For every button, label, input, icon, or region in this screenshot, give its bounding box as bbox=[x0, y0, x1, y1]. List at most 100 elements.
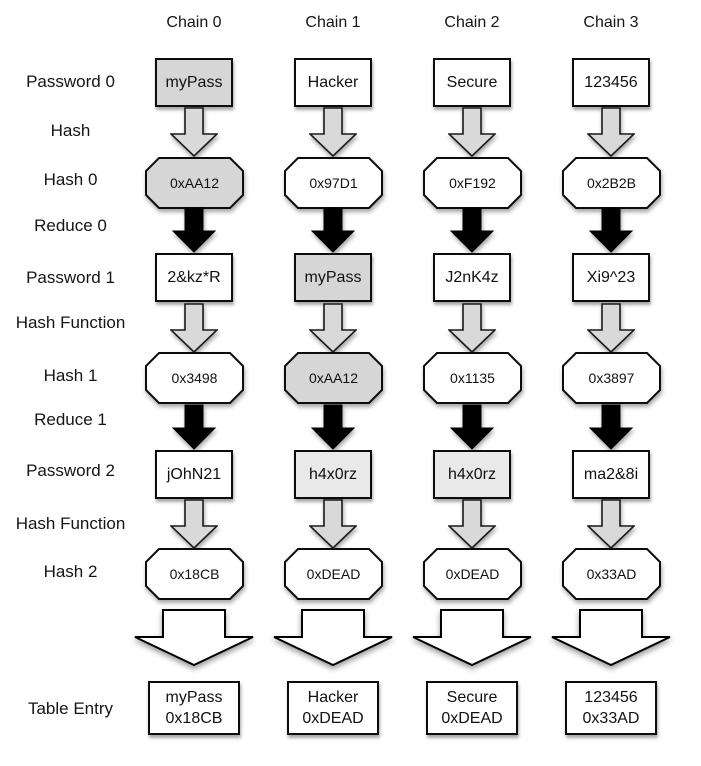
hash-arrow-icon bbox=[448, 107, 496, 157]
table-entry-hash: 0xDEAD bbox=[302, 710, 364, 727]
row-label-password-0: Password 0 bbox=[26, 72, 115, 91]
chain-column-3: Chain 3 123456 0x2B2B Xi9^23 0x3897 ma2&… bbox=[550, 0, 672, 766]
chain-1-password0-text: Hacker bbox=[307, 73, 359, 91]
chain-3-password2-text: ma2&8i bbox=[583, 465, 639, 483]
reduce-arrow-icon bbox=[311, 207, 355, 253]
chain-3-hash1-text: 0x3897 bbox=[588, 370, 635, 386]
chain-3-password2-box: ma2&8i bbox=[572, 450, 650, 499]
chain-1-password0-box: Hacker bbox=[294, 58, 372, 107]
chain-1-password1-box: myPass bbox=[294, 253, 372, 302]
output-arrow-icon bbox=[412, 609, 532, 666]
hash-arrow-icon bbox=[170, 499, 218, 549]
chain-3-header: Chain 3 bbox=[583, 14, 639, 31]
row-label-reduce-1: Reduce 1 bbox=[34, 410, 107, 429]
hash-arrow-icon bbox=[448, 303, 496, 353]
hash-arrow-icon bbox=[309, 499, 357, 549]
hash-arrow-icon bbox=[170, 107, 218, 157]
hash-arrow-icon bbox=[309, 303, 357, 353]
chain-2-password2-box: h4x0rz bbox=[433, 450, 511, 499]
chain-2-hash2-text: 0xDEAD bbox=[445, 566, 500, 582]
reduce-arrow-icon bbox=[172, 404, 216, 450]
chain-0-hash2-text: 0x18CB bbox=[169, 566, 220, 582]
row-label-hash-0: Hash 0 bbox=[43, 170, 98, 189]
chain-2-password0-text: Secure bbox=[446, 73, 498, 91]
chain-1-password1-text: myPass bbox=[304, 268, 362, 286]
chain-0-password2-box: jOhN21 bbox=[155, 450, 233, 499]
chain-column-1: Chain 1 Hacker 0x97D1 myPass 0xAA12 h4x0… bbox=[272, 0, 394, 766]
chain-2-password2-text: h4x0rz bbox=[447, 465, 497, 483]
row-label-hash: Hash bbox=[50, 121, 91, 140]
chain-2-hash2-octagon: 0xDEAD bbox=[423, 548, 522, 600]
table-entry-hash: 0xDEAD bbox=[441, 710, 503, 727]
chain-3-hash0-octagon: 0x2B2B bbox=[562, 157, 661, 209]
chain-0-table-entry-box: myPass 0x18CB bbox=[148, 681, 240, 735]
hash-arrow-icon bbox=[309, 107, 357, 157]
chain-2-hash0-text: 0xF192 bbox=[449, 175, 496, 191]
output-arrow-icon bbox=[551, 609, 671, 666]
chain-3-password0-text: 123456 bbox=[584, 73, 638, 91]
chain-2-hash0-octagon: 0xF192 bbox=[423, 157, 522, 209]
table-entry-password: 123456 bbox=[584, 689, 638, 706]
reduce-arrow-icon bbox=[450, 207, 494, 253]
chain-1-hash2-text: 0xDEAD bbox=[306, 566, 361, 582]
row-label-hash-1: Hash 1 bbox=[43, 366, 98, 385]
hash-arrow-icon bbox=[170, 303, 218, 353]
row-label-hash-function-2: Hash Function bbox=[15, 514, 126, 533]
output-arrow-icon bbox=[273, 609, 393, 666]
row-label-password-1: Password 1 bbox=[26, 268, 115, 287]
chain-column-2: Chain 2 Secure 0xF192 J2nK4z 0x1135 h4x0… bbox=[411, 0, 533, 766]
row-label-hash-function-1: Hash Function bbox=[15, 313, 126, 332]
row-label-password-2: Password 2 bbox=[26, 461, 115, 480]
chain-0-hash1-octagon: 0x3498 bbox=[145, 352, 244, 404]
chain-3-hash1-octagon: 0x3897 bbox=[562, 352, 661, 404]
chain-2-table-entry-box: Secure 0xDEAD bbox=[426, 681, 518, 735]
table-entry-password: Secure bbox=[446, 689, 498, 706]
chain-3-hash2-octagon: 0x33AD bbox=[562, 548, 661, 600]
reduce-arrow-icon bbox=[172, 207, 216, 253]
chain-1-header: Chain 1 bbox=[305, 14, 361, 31]
chain-1-hash1-text: 0xAA12 bbox=[308, 370, 359, 386]
reduce-arrow-icon bbox=[450, 404, 494, 450]
reduce-arrow-icon bbox=[311, 404, 355, 450]
chain-1-hash1-octagon: 0xAA12 bbox=[284, 352, 383, 404]
chain-2-password0-box: Secure bbox=[433, 58, 511, 107]
chain-0-password0-box: myPass bbox=[155, 58, 233, 107]
table-entry-hash: 0x33AD bbox=[582, 710, 640, 727]
reduce-arrow-icon bbox=[589, 207, 633, 253]
chain-0-hash0-octagon: 0xAA12 bbox=[145, 157, 244, 209]
chain-0-password2-text: jOhN21 bbox=[166, 465, 222, 483]
chain-0-hash0-text: 0xAA12 bbox=[169, 175, 220, 191]
chain-1-hash0-octagon: 0x97D1 bbox=[284, 157, 383, 209]
chain-0-hash2-octagon: 0x18CB bbox=[145, 548, 244, 600]
reduce-arrow-icon bbox=[589, 404, 633, 450]
chain-0-header: Chain 0 bbox=[166, 14, 222, 31]
row-label-table-entry: Table Entry bbox=[27, 699, 114, 718]
chain-2-hash1-text: 0x1135 bbox=[450, 370, 495, 386]
table-entry-hash: 0x18CB bbox=[165, 710, 223, 727]
hash-arrow-icon bbox=[587, 107, 635, 157]
chain-3-hash2-text: 0x33AD bbox=[586, 566, 637, 582]
chain-1-password2-text: h4x0rz bbox=[308, 465, 358, 483]
chain-3-hash0-text: 0x2B2B bbox=[586, 175, 637, 191]
chain-3-table-entry-box: 123456 0x33AD bbox=[565, 681, 657, 735]
chain-2-hash1-octagon: 0x1135 bbox=[423, 352, 522, 404]
chain-0-hash1-text: 0x3498 bbox=[171, 370, 218, 386]
chain-3-password0-box: 123456 bbox=[572, 58, 650, 107]
chain-2-password1-box: J2nK4z bbox=[433, 253, 511, 302]
chain-0-password1-text: 2&kz*R bbox=[167, 268, 221, 286]
hash-arrow-icon bbox=[448, 499, 496, 549]
chain-1-table-entry-box: Hacker 0xDEAD bbox=[287, 681, 379, 735]
chain-0-password0-text: myPass bbox=[165, 73, 223, 91]
chain-3-password1-box: Xi9^23 bbox=[572, 253, 650, 302]
chain-1-hash0-text: 0x97D1 bbox=[309, 175, 358, 191]
table-entry-password: myPass bbox=[165, 689, 223, 706]
row-label-reduce-0: Reduce 0 bbox=[34, 216, 107, 235]
chain-2-header: Chain 2 bbox=[444, 14, 500, 31]
table-entry-password: Hacker bbox=[307, 689, 359, 706]
hash-arrow-icon bbox=[587, 303, 635, 353]
chain-0-password1-box: 2&kz*R bbox=[155, 253, 233, 302]
chain-column-0: Chain 0 myPass 0xAA12 2&kz*R 0x3498 jOhN… bbox=[133, 0, 255, 766]
chain-2-password1-text: J2nK4z bbox=[445, 268, 499, 286]
chain-1-password2-box: h4x0rz bbox=[294, 450, 372, 499]
